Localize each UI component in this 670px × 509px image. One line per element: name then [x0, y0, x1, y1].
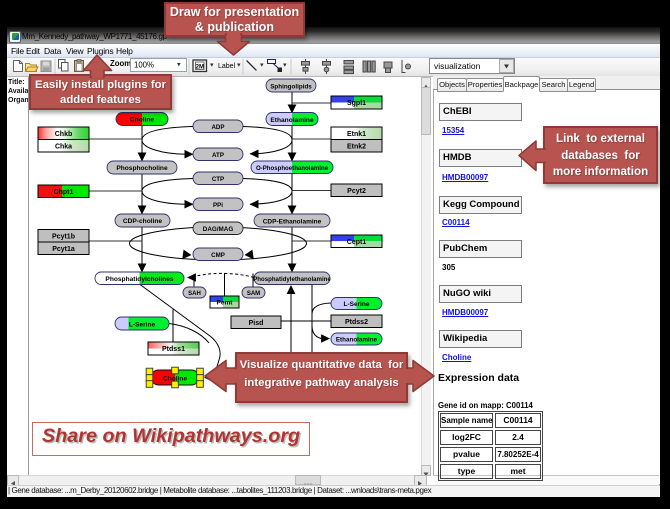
svg-text:Pcyt1a: Pcyt1a	[52, 246, 75, 253]
svg-text:Chkb: Chkb	[55, 131, 73, 138]
svg-text:SAM: SAM	[247, 291, 260, 297]
svg-text:ATP: ATP	[212, 152, 224, 159]
svg-text:Pcyt1b: Pcyt1b	[52, 234, 75, 241]
svg-text:CDP-choline: CDP-choline	[123, 218, 163, 225]
svg-text:Label: Label	[218, 63, 236, 70]
svg-text:DAG/MAG: DAG/MAG	[203, 226, 234, 233]
svg-text:Sphingolipids: Sphingolipids	[270, 84, 312, 91]
svg-text:Pemt: Pemt	[217, 300, 234, 307]
svg-text:O-Phosphoethanolamine: O-Phosphoethanolamine	[256, 165, 329, 172]
svg-text:Ethanolamine: Ethanolamine	[270, 117, 314, 124]
svg-text:Chpt1: Chpt1	[54, 189, 74, 196]
svg-text:Ptdss2: Ptdss2	[345, 319, 368, 326]
svg-text:Ptdss1: Ptdss1	[162, 346, 185, 353]
svg-text:Cept1: Cept1	[347, 239, 367, 246]
svg-text:Pcyt2: Pcyt2	[347, 188, 366, 195]
svg-text:Phosphocholine: Phosphocholine	[116, 165, 168, 172]
svg-text:visualization: visualization	[434, 61, 481, 71]
svg-text:Choline: Choline	[130, 117, 155, 124]
svg-text:Sgpl1: Sgpl1	[347, 100, 366, 107]
svg-text:Etnk2: Etnk2	[347, 144, 366, 151]
svg-text:PPi: PPi	[213, 202, 223, 209]
svg-text:SAH: SAH	[188, 291, 201, 297]
svg-text:ADP: ADP	[211, 124, 224, 131]
svg-text:Pisd: Pisd	[249, 320, 264, 327]
svg-text:Choline: Choline	[163, 375, 188, 382]
svg-text:100%: 100%	[134, 61, 154, 70]
svg-text:Zoom:: Zoom:	[110, 59, 134, 68]
svg-text:Phosphatidylethanolamine: Phosphatidylethanolamine	[253, 276, 331, 283]
svg-text:Phosphatidylcholines: Phosphatidylcholines	[105, 276, 173, 283]
svg-text:Ethanolamine: Ethanolamine	[336, 337, 378, 344]
svg-text:Etnk1: Etnk1	[347, 131, 366, 138]
svg-text:L-Serine: L-Serine	[129, 321, 156, 328]
svg-text:2M: 2M	[196, 65, 204, 71]
svg-text:L-Serine: L-Serine	[343, 301, 369, 308]
svg-text:CDP-Ethanolamine: CDP-Ethanolamine	[263, 218, 322, 225]
svg-text:Chka: Chka	[55, 144, 72, 151]
svg-text:CMP: CMP	[211, 252, 225, 259]
svg-text:CTP: CTP	[212, 176, 224, 183]
